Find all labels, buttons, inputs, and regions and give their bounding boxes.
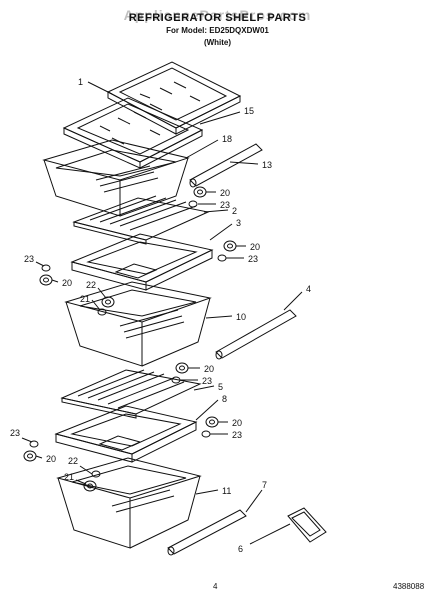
- callout-13: 13: [262, 160, 272, 170]
- callout-5: 5: [218, 382, 223, 392]
- callout-18: 18: [222, 134, 232, 144]
- callout-10: 10: [236, 312, 246, 322]
- glass-shelf-part-1: [106, 61, 242, 135]
- crisper-pan-part-10: [64, 281, 212, 367]
- callout-20: 20: [220, 188, 230, 198]
- rod-part-7: [167, 509, 247, 556]
- page-number: 4: [213, 582, 218, 591]
- callout-2: 2: [232, 206, 237, 216]
- callout-20: 20: [204, 364, 214, 374]
- document-number: 4388088: [393, 582, 425, 591]
- callout-20: 20: [46, 454, 56, 464]
- callout-22: 22: [68, 456, 78, 466]
- rod-part-4: [215, 309, 297, 360]
- callout-23: 23: [248, 254, 258, 264]
- crisper-pan-part-18: [42, 139, 190, 217]
- callout-23: 23: [10, 428, 20, 438]
- rod-part-13: [189, 143, 263, 188]
- shelf-part-5: [60, 369, 202, 419]
- color-note: (White): [203, 38, 232, 47]
- callout-6: 6: [238, 544, 243, 554]
- callout-20: 20: [232, 418, 242, 428]
- callout-20: 20: [250, 242, 260, 252]
- callout-1: 1: [78, 77, 83, 87]
- label-holder-part-6: [287, 507, 327, 543]
- leader-lines: [21, 81, 303, 545]
- callout-22: 22: [86, 280, 96, 290]
- glass-shelf-part-15: [62, 97, 204, 169]
- shelf-part-2: [72, 195, 210, 245]
- callout-23: 23: [232, 430, 242, 440]
- model-number: For Model: ED25DQXDW01: [166, 26, 269, 35]
- callout-3: 3: [236, 218, 241, 228]
- callout-21: 21: [80, 294, 90, 304]
- callout-8: 8: [222, 394, 227, 404]
- callout-15: 15: [244, 106, 254, 116]
- callout-4: 4: [306, 284, 311, 294]
- callout-11: 11: [222, 486, 231, 496]
- drawer-frame-part-3: [70, 233, 214, 291]
- diagram-title: REFRIGERATOR SHELF PARTS: [128, 12, 307, 24]
- callout-23: 23: [202, 376, 212, 386]
- callout-23: 23: [220, 200, 230, 210]
- callout-20: 20: [62, 278, 72, 288]
- drawer-frame-part-8: [54, 405, 198, 463]
- callout-labels: 1 15 18 13 20 23 2 3 20 23 23 20 22 21 4…: [10, 77, 311, 554]
- crisper-pan-part-11: [56, 457, 202, 549]
- watermark: AppliancePartsPros.com: [123, 7, 312, 23]
- callout-21: 21: [64, 472, 74, 482]
- callout-7: 7: [262, 480, 267, 490]
- callout-23: 23: [24, 254, 34, 264]
